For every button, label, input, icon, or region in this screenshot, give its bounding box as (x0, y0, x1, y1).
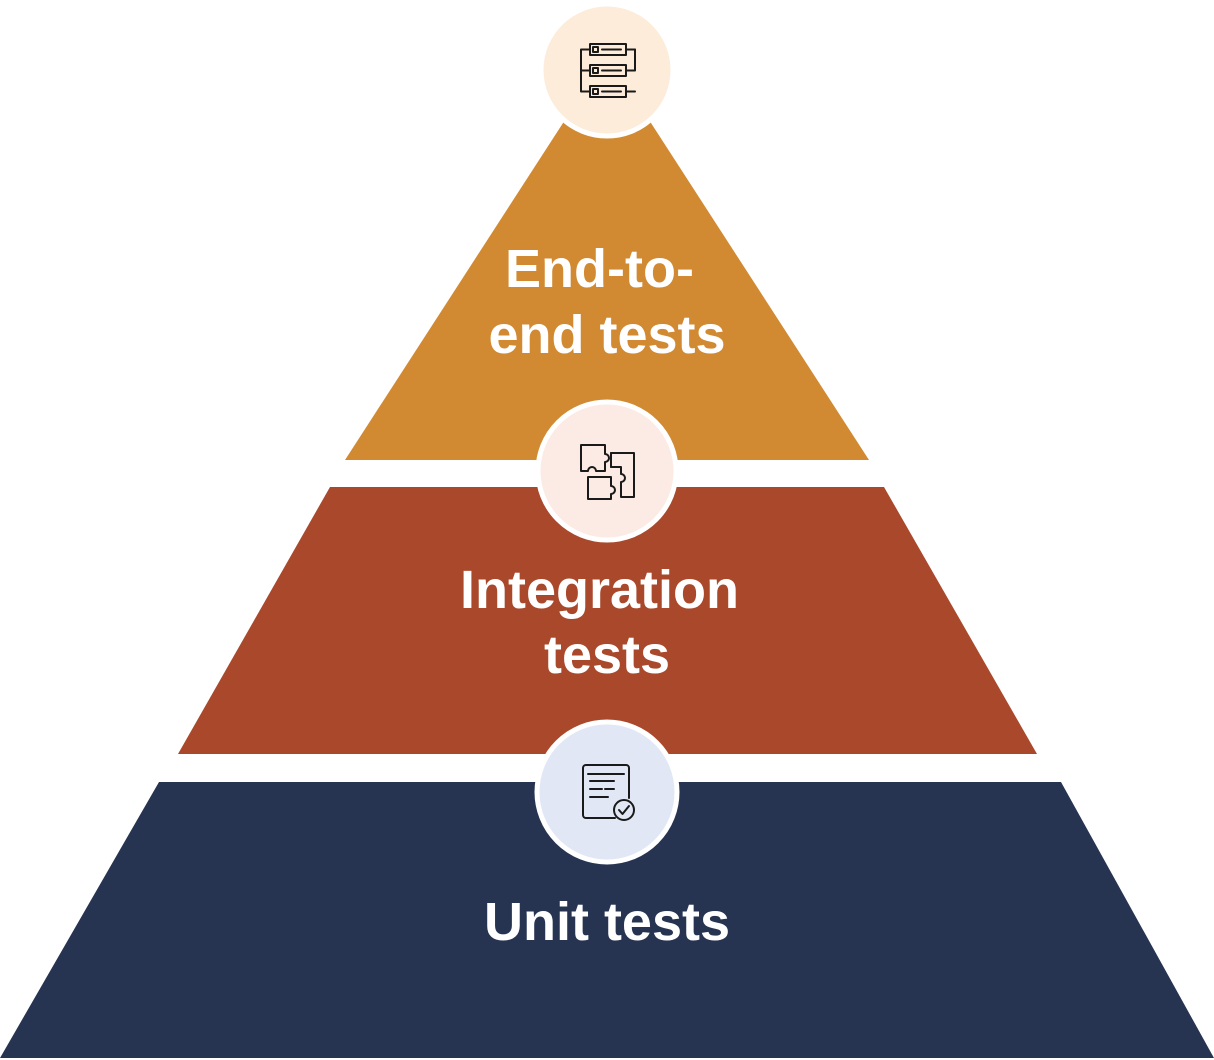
workflow-list-icon (580, 43, 636, 98)
badge-circle (534, 719, 680, 865)
tier-shape-integration (178, 487, 1037, 754)
tier-label-line: Integration (460, 560, 739, 620)
tier-label-line: Unit tests (484, 892, 730, 952)
tier-badge-unit (534, 719, 680, 865)
tier-shape-unit (0, 782, 1214, 1058)
tier-label-line: tests (544, 625, 670, 685)
tier-label-unit: Unit tests (484, 892, 730, 952)
checked-document-icon (582, 764, 635, 821)
badge-circle (535, 399, 679, 543)
tier-badge-integration (535, 399, 679, 543)
puzzle-pieces-icon (580, 444, 635, 500)
tier-shape-end-to-end (345, 55, 869, 460)
tier-label-line: End-to- (505, 239, 694, 299)
tier-label-line: end tests (488, 305, 725, 365)
tier-label-end-to-end: End-to- end tests (488, 239, 725, 365)
tier-label-integration: Integration tests (460, 560, 754, 685)
tier-badge-end-to-end (538, 1, 676, 139)
